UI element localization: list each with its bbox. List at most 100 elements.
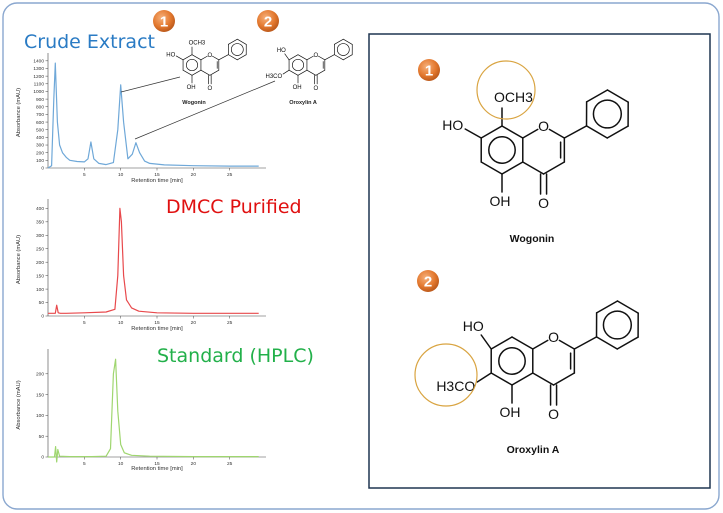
ring-a-bond	[288, 69, 299, 76]
y-tick-label: 900	[36, 97, 44, 103]
phenyl-ring-bond	[237, 38, 247, 45]
aromatic-circle	[291, 58, 305, 72]
x-tick-label: 10	[118, 461, 124, 467]
y-tick-label: 50	[39, 434, 45, 440]
chromatogram-trace	[47, 62, 259, 169]
ring-c-bond	[552, 372, 576, 386]
structures-panel	[368, 33, 711, 489]
ring-a-bond	[182, 69, 193, 76]
y-tick-label: 600	[36, 120, 44, 126]
small-oroxylin-label: Oroxylin A	[289, 100, 317, 106]
ring-a-bond	[191, 54, 202, 61]
ring-oxygen-label: O	[538, 118, 549, 134]
ring-oxygen-label: O	[314, 53, 319, 59]
ring-a-bond	[511, 372, 534, 386]
ring-a-bond	[501, 161, 524, 175]
badge-2-panel: 2	[417, 270, 439, 292]
y-tick-label: 1100	[34, 81, 45, 87]
carbonyl-oxygen-label: O	[208, 86, 213, 92]
aromatic-circle	[488, 136, 516, 164]
y-tick-label: 50	[39, 300, 45, 306]
hydroxyl-bond	[480, 334, 492, 350]
x-axis-label: Retention time [min]	[131, 178, 183, 184]
heading-dmcc-purified: DMCC Purified	[166, 196, 302, 218]
x-tick-label: 15	[154, 461, 160, 467]
svg-text:1: 1	[160, 14, 168, 31]
hydroxyl-bond	[175, 55, 184, 61]
ring-c-bond	[522, 161, 545, 175]
ring-c-bond	[532, 372, 555, 386]
phenyl-ring-bond	[342, 54, 353, 61]
phenyl-bond	[563, 125, 588, 139]
y-tick-label: 200	[36, 372, 44, 378]
hydroxyl-bond	[464, 128, 482, 139]
methoxy-label: OCH3	[494, 89, 533, 105]
ring-a-bond	[288, 54, 299, 61]
y-tick-label: 200	[36, 260, 44, 266]
y-tick-label: 500	[36, 127, 44, 133]
ring-a-bond	[490, 372, 513, 386]
methoxy-label: H3CO	[265, 74, 282, 80]
y-tick-label: 100	[36, 413, 44, 419]
y-tick-label: 200	[36, 150, 44, 156]
ring-a-bond	[480, 125, 503, 139]
phenyl-ring-bond	[585, 125, 608, 139]
badge-2-top: 2	[257, 10, 279, 32]
y-tick-label: 700	[36, 112, 44, 118]
phenyl-bond	[573, 336, 598, 350]
carbonyl-oxygen-label: O	[538, 195, 549, 211]
heading-crude-extract: Crude Extract	[24, 31, 155, 53]
ring-a-bond	[297, 54, 308, 61]
ring-c-bond	[200, 69, 211, 76]
x-tick-label: 25	[227, 320, 233, 326]
aromatic-circle	[185, 58, 199, 72]
x-axis-label: Retention time [min]	[131, 326, 183, 332]
y-tick-label: 800	[36, 104, 44, 110]
x-tick-label: 25	[227, 461, 233, 467]
hydroxyl-label: HO	[463, 318, 484, 334]
x-tick-label: 10	[118, 172, 124, 178]
wogonin-methoxy-highlight	[476, 60, 536, 120]
y-tick-label: 350	[36, 220, 44, 226]
x-axis-label: Retention time [min]	[131, 466, 183, 472]
phenyl-ring-bond	[595, 300, 619, 314]
ring-a-bond	[480, 161, 503, 175]
y-tick-label: 300	[36, 233, 44, 239]
small-wogonin-label: Wogonin	[182, 100, 206, 106]
y-tick-label: 1300	[33, 66, 44, 72]
y-tick-label: 400	[36, 206, 44, 212]
y-tick-label: 150	[36, 273, 44, 279]
x-tick-label: 20	[191, 461, 197, 467]
phenyl-ring-bond	[606, 89, 629, 103]
y-tick-label: 0	[41, 314, 44, 320]
y-axis-label: Absorbance (mAU)	[16, 235, 22, 284]
oroxylin-label: Oroxylin A	[507, 444, 560, 456]
phenyl-bond	[218, 54, 229, 61]
ring-c-bond	[318, 55, 326, 61]
ring-c-bond	[209, 69, 220, 76]
y-tick-label: 100	[36, 158, 44, 164]
hydroxyl-label: HO	[277, 48, 286, 54]
phenyl-ring-bond	[616, 300, 639, 314]
phenyl-ring-bond	[228, 38, 238, 45]
y-tick-label: 150	[36, 392, 44, 398]
phenyl-ring-bond	[333, 54, 344, 61]
ring-a-bond	[191, 69, 202, 76]
ring-oxygen-label: O	[548, 329, 559, 345]
phenyl-ring-bond	[343, 38, 353, 45]
ring-a-bond	[490, 336, 513, 350]
phenyl-bond	[324, 54, 335, 61]
y-tick-label: 1200	[33, 74, 44, 80]
chromatogram-trace	[48, 207, 259, 314]
chromatogram-trace	[48, 358, 259, 463]
ring-c-bond	[212, 55, 220, 61]
ring-c-bond	[315, 69, 326, 76]
methoxy-label: H3CO	[436, 378, 475, 394]
hydroxyl-label: OH	[500, 404, 521, 420]
ring-a-bond	[501, 125, 524, 139]
ring-c-bond	[548, 128, 566, 139]
y-tick-label: 0	[41, 455, 44, 461]
